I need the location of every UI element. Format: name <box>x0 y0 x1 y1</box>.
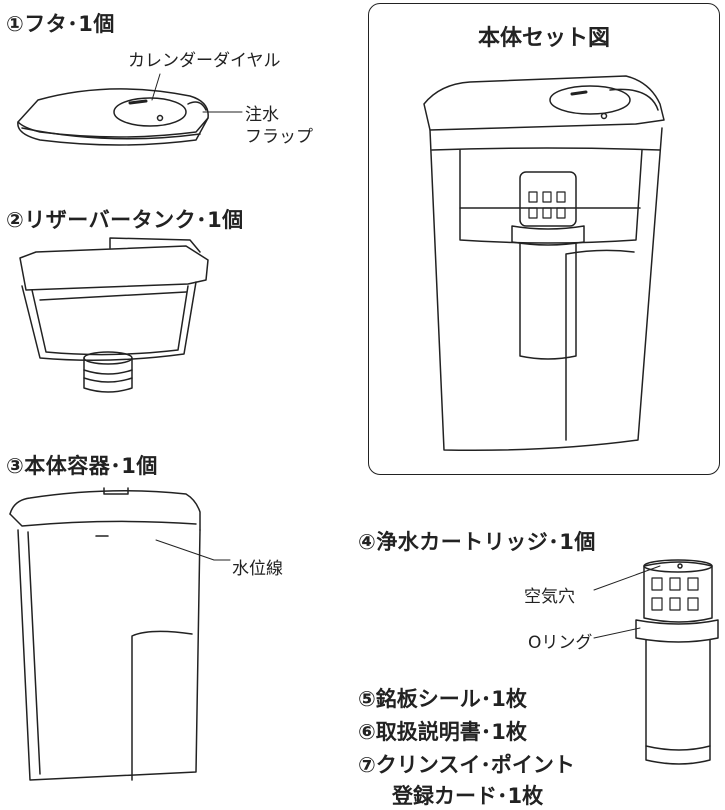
body-container-heading: ③本体容器･1個 <box>6 454 158 478</box>
assembly-drawing <box>423 75 665 452</box>
cartridge-drawing <box>593 559 719 765</box>
pour-flap-label-line1: 注水 <box>245 105 279 125</box>
cartridge-heading: ④浄水カートリッジ･1個 <box>358 530 596 554</box>
body-container-drawing <box>9 487 231 781</box>
lid-drawing <box>17 73 243 146</box>
point-card-item-line1: ⑦クリンスイ･ポイント <box>358 753 575 777</box>
lid-heading: ①フタ･1個 <box>6 12 115 36</box>
reservoir-heading: ②リザーバータンク･1個 <box>6 208 244 232</box>
nameplate-sticker-item: ⑤銘板シール･1枚 <box>358 687 527 711</box>
calendar-dial-label: カレンダーダイヤル <box>128 51 281 71</box>
o-ring-label: Oリング <box>528 633 593 653</box>
assembly-diagram-frame <box>368 3 720 475</box>
water-level-line-label: 水位線 <box>232 559 283 579</box>
instruction-manual-item: ⑥取扱説明書･1枚 <box>358 720 527 744</box>
reservoir-drawing <box>19 237 209 393</box>
pour-flap-label-line2: フラップ <box>245 127 313 147</box>
assembly-diagram-title: 本体セット図 <box>477 26 610 51</box>
air-hole-label: 空気穴 <box>524 587 575 607</box>
point-card-item-line2: 登録カード･1枚 <box>392 784 544 808</box>
